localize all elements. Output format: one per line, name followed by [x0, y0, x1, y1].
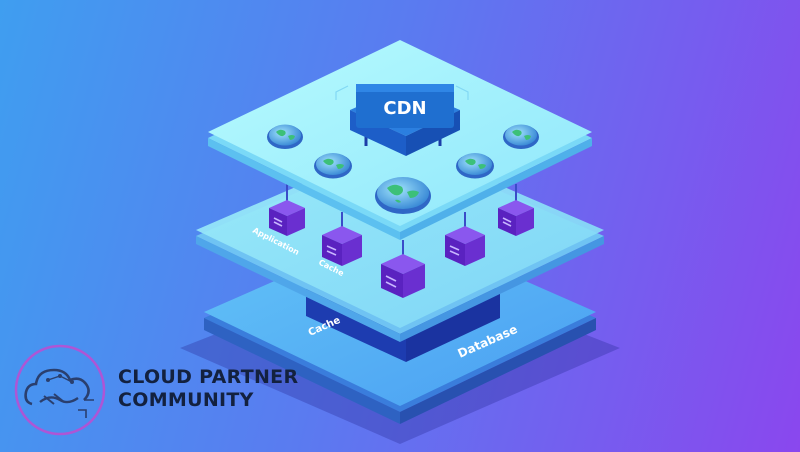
globe-icon — [503, 124, 539, 149]
globe-icon — [267, 124, 303, 149]
servers — [269, 200, 534, 298]
brand-name-line2: COMMUNITY — [118, 389, 254, 411]
brand-name: CLOUD PARTNER COMMUNITY — [118, 366, 318, 412]
server-icon — [498, 200, 534, 236]
brand-name-line1: CLOUD PARTNER — [118, 366, 299, 388]
globe-icon — [456, 153, 494, 179]
globe-icon — [314, 153, 352, 179]
cdn-label: CDN — [383, 98, 426, 119]
server-icon — [322, 226, 362, 266]
cloud-handshake-icon — [14, 344, 106, 436]
server-icon — [445, 226, 485, 266]
server-icon — [269, 200, 305, 236]
globes — [267, 124, 539, 214]
globe-icon — [375, 177, 431, 214]
brand-watermark: CLOUD PARTNER COMMUNITY — [14, 340, 314, 440]
server-icon — [381, 254, 425, 298]
cdn-server-icon: CDN — [350, 84, 460, 156]
